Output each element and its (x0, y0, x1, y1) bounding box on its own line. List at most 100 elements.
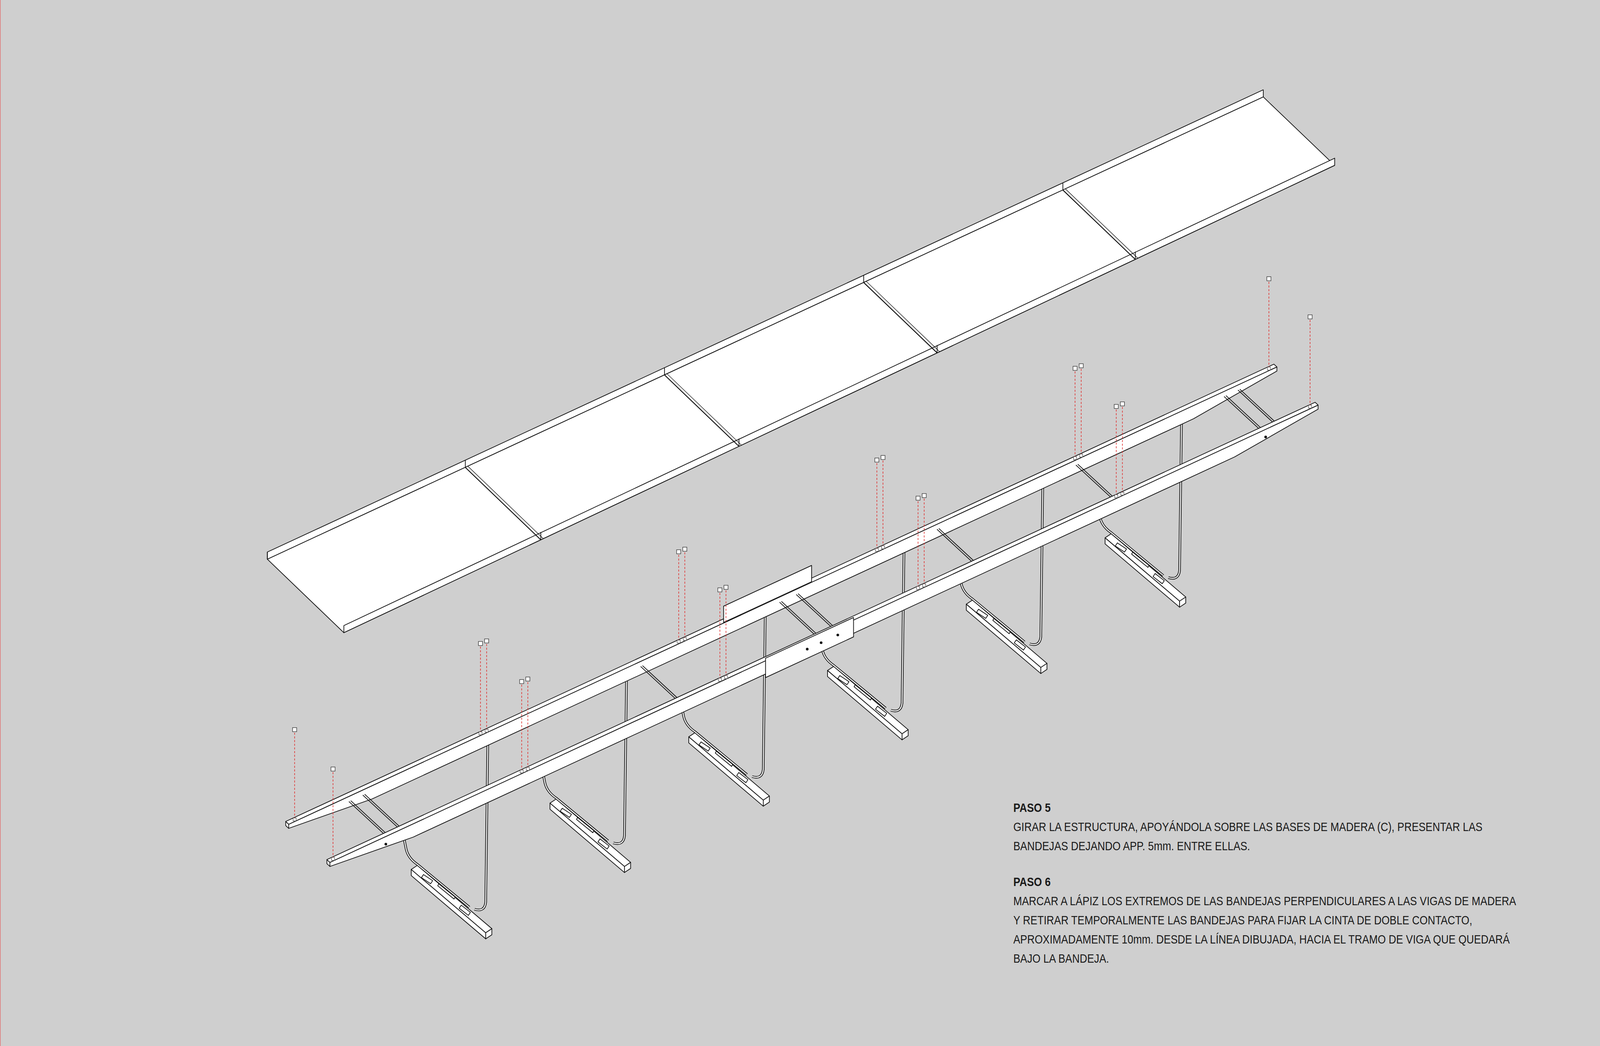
tape-mark (1308, 405, 1312, 409)
leg-rod (890, 546, 905, 712)
leg-rod (542, 772, 609, 841)
cross-bar (796, 594, 835, 630)
leg-rod (752, 612, 766, 778)
leg-rod (1029, 479, 1043, 645)
clamp (1152, 573, 1165, 584)
clamp (992, 618, 1011, 635)
wood-base-top (966, 600, 1047, 668)
tape-piece (1120, 402, 1125, 407)
tape-mark (677, 640, 680, 643)
clamp (736, 772, 748, 783)
leg-rod (1097, 507, 1164, 576)
marker-leader (719, 592, 720, 679)
tape-mark (292, 817, 296, 821)
cross-bar (779, 602, 818, 638)
marker-leader (1309, 320, 1310, 406)
tape-mark (875, 548, 879, 552)
tape-piece (484, 639, 489, 644)
cross-bar (797, 593, 837, 630)
tape-piece (880, 455, 885, 460)
tape-piece (478, 641, 483, 646)
marker-leader (294, 732, 295, 819)
edge-line (0, 0, 1, 1046)
wood-base-top (411, 865, 492, 933)
leg-frames (404, 413, 1186, 940)
clamp (437, 883, 456, 900)
cross-bar (364, 794, 403, 830)
leg-rod (752, 612, 766, 778)
clamp (421, 874, 433, 884)
tape-mark (683, 637, 687, 641)
wood-base-top (827, 666, 908, 735)
tape-mark (331, 857, 335, 861)
beam-top (327, 402, 1319, 863)
cross-bar (1225, 395, 1265, 432)
cross-bar (350, 800, 390, 837)
wood-base-top (688, 732, 770, 801)
marker-leader (923, 498, 925, 585)
leg-rod (404, 839, 470, 908)
tape-piece (1079, 363, 1084, 368)
tray-end (267, 552, 268, 560)
clamp (854, 685, 872, 701)
tape-piece (682, 547, 688, 552)
leg-rod (681, 706, 748, 775)
leg-rod (681, 706, 748, 775)
clamp (837, 675, 850, 685)
tape-mark (1120, 492, 1124, 495)
tray-joint (664, 367, 665, 375)
leg-rod (474, 745, 488, 910)
tray-assembly (267, 90, 1335, 633)
step-heading: PASO 6 (1013, 872, 1519, 892)
leg-rod (959, 573, 1025, 643)
tray-joint (936, 345, 938, 354)
step-heading: PASO 5 (1013, 798, 1519, 818)
marker-leader (527, 682, 528, 768)
wood-base-side (827, 670, 903, 740)
bolts (384, 435, 1268, 846)
leg-rod (474, 745, 488, 910)
wood-base-side (1105, 537, 1180, 608)
leg-rod (1097, 507, 1164, 576)
clamp (459, 905, 471, 916)
marker-leader (882, 460, 883, 547)
tray-joint (1135, 251, 1136, 260)
tape-piece (1072, 366, 1078, 371)
clamp (1014, 640, 1026, 650)
clamp (699, 742, 711, 752)
cross-bar (642, 665, 681, 702)
tape-piece (875, 457, 880, 463)
tape-mark (479, 732, 483, 735)
wood-base-top (1105, 533, 1186, 602)
marker-leader (876, 463, 878, 550)
tape-mark (1073, 456, 1077, 460)
tape-piece (676, 550, 681, 555)
tape-mark (916, 586, 920, 590)
step-instruction: MARCAR A LÁPIZ LOS EXTREMOS DE LAS BANDE… (1013, 891, 1519, 969)
tray-joint (664, 375, 740, 447)
clamp (576, 817, 595, 833)
leg-rod (820, 640, 886, 709)
tape-markers (292, 276, 1313, 861)
cross-bar (1075, 465, 1115, 501)
tape-piece (1266, 276, 1271, 281)
leg-rod (890, 546, 905, 712)
tray-joint (1062, 190, 1136, 260)
cross-bar (640, 666, 680, 703)
bolt (384, 842, 388, 846)
bolt (805, 647, 809, 651)
leg-rod (613, 678, 627, 844)
wood-base-side (411, 869, 486, 940)
tape-piece (922, 493, 927, 498)
leg-rod (613, 678, 627, 844)
tape-mark (724, 675, 728, 679)
marker-leader (725, 590, 727, 677)
tape-mark (526, 767, 530, 771)
bolt (1264, 435, 1267, 439)
marker-leader (486, 644, 487, 730)
cross-bar (937, 529, 976, 565)
marker-leader (332, 772, 334, 858)
tape-mark (922, 584, 926, 588)
clamp (1131, 552, 1150, 568)
